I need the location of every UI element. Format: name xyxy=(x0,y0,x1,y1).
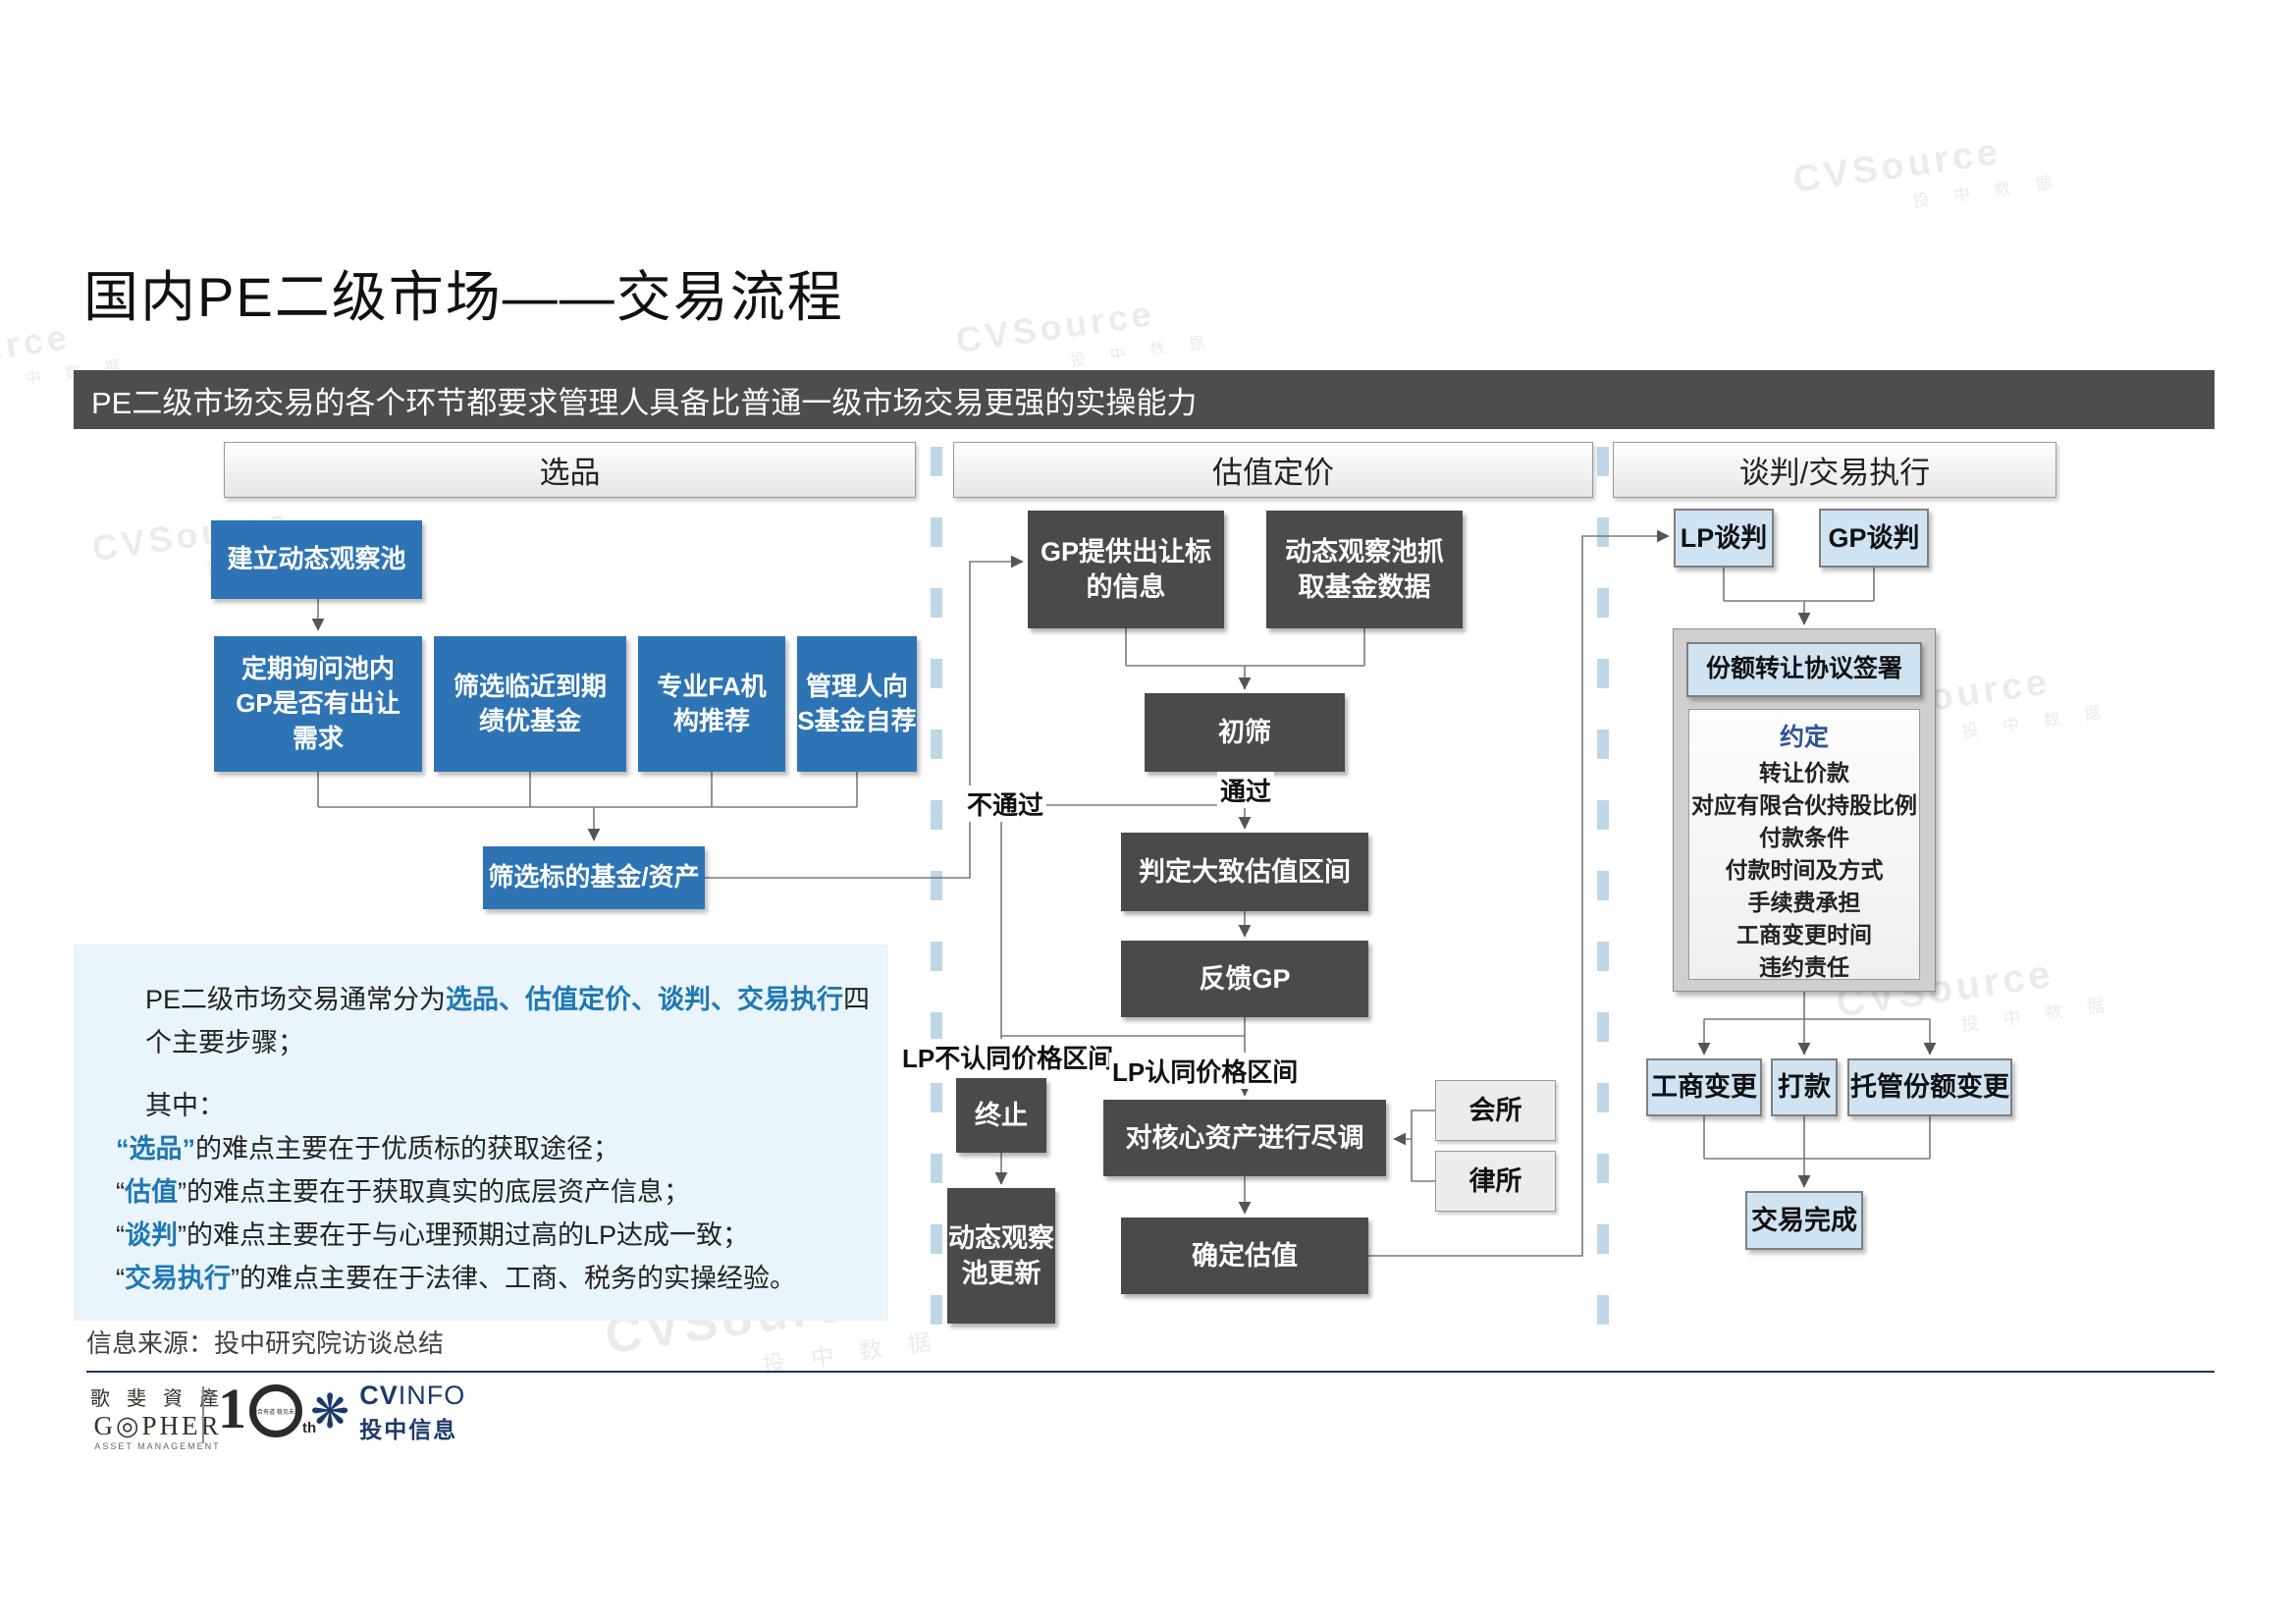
cvinfo-cn: 投中信息 xyxy=(359,1417,458,1442)
page-title: 国内PE二级市场——交易流程 xyxy=(83,266,844,328)
terms-item: 转让价款 xyxy=(1759,760,1849,785)
flow-box-payment: 打款 xyxy=(1771,1058,1838,1116)
flow-box-business-change: 工商变更 xyxy=(1646,1058,1762,1116)
edge-label-pass: 通过 xyxy=(1217,772,1275,808)
flow-box-accounting-firm: 会所 xyxy=(1435,1080,1556,1141)
note-item-execution: “交易执行”的难点主要在于法律、工商、税务的实操经验。 xyxy=(116,1257,796,1300)
terms-item: 违约责任 xyxy=(1759,954,1849,980)
flow-box-pool-grab: 动态观察池抓 取基金数据 xyxy=(1266,511,1463,628)
quote-mark: “ xyxy=(116,1177,125,1207)
flow-box-gp-negotiation: GP谈判 xyxy=(1819,509,1929,568)
quote-mark: “ xyxy=(116,1264,125,1293)
dashed-divider xyxy=(1597,447,1609,1345)
terms-title: 约定 xyxy=(1779,724,1829,751)
note-term: 选品 xyxy=(129,1134,183,1164)
flow-box-valuation-range: 判定大致估值区间 xyxy=(1121,833,1368,911)
cvinfo-info: INFO xyxy=(398,1380,466,1410)
flow-box-ask-gp: 定期询问池内 GP是否有出让 需求 xyxy=(214,636,422,772)
flow-box-terminate: 终止 xyxy=(956,1078,1046,1153)
logo-separator xyxy=(202,1386,204,1443)
flow-box-first-screen: 初筛 xyxy=(1145,693,1345,772)
ten-digit: 1 xyxy=(218,1377,246,1440)
quote-mark: “ xyxy=(116,1134,130,1164)
terms-item: 付款时间及方式 xyxy=(1725,857,1884,883)
flow-box-self-recommend: 管理人向 S基金自荐 xyxy=(797,636,917,772)
gopher-logo-cn: 歌 斐 資 產 xyxy=(90,1388,225,1410)
note-bullet-2: 其中： xyxy=(145,1091,225,1120)
terms-item: 对应有限合伙持股比例 xyxy=(1691,792,1917,818)
note-bullet-1: PE二级市场交易通常分为选品、估值定价、谈判、交易执行四个主要步骤； xyxy=(145,978,872,1064)
agreement-terms-box: 约定 转让价款 对应有限合伙持股比例 付款条件 付款时间及方式 手续费承担 工商… xyxy=(1688,709,1920,980)
quote-mark: ” xyxy=(178,1220,187,1250)
flow-box-build-pool: 建立动态观察池 xyxy=(211,520,422,599)
flow-box-target-fund: 筛选标的基金/资产 xyxy=(483,846,705,909)
column-header-valuation: 估值定价 xyxy=(953,442,1593,498)
gopher-logo-en: G◎PHER xyxy=(93,1411,222,1440)
footer-divider xyxy=(86,1371,2215,1373)
source-note: 信息来源：投中研究院访谈总结 xyxy=(86,1328,445,1358)
column-header-selection: 选品 xyxy=(224,442,916,498)
ten-suffix: th xyxy=(302,1420,317,1436)
note-term: 估值 xyxy=(125,1177,178,1207)
edge-label-fail: 不通过 xyxy=(964,785,1047,822)
ten-circle-icon: 组合有道 稳见未来 xyxy=(249,1384,302,1437)
gopher-logo: 歌 斐 資 產 G◎PHER ASSET MANAGEMENT xyxy=(90,1382,225,1451)
edge-label-lp-disagree: LP不认同价格区间 xyxy=(899,1039,1117,1075)
flow-box-feedback-gp: 反馈GP xyxy=(1121,941,1368,1017)
flow-box-lp-negotiation: LP谈判 xyxy=(1674,509,1774,568)
flow-box-due-diligence: 对核心资产进行尽调 xyxy=(1103,1100,1386,1176)
tenth-anniversary-logo: 1 组合有道 稳见未来 th xyxy=(218,1379,316,1439)
note-item-valuation: “估值”的难点主要在于获取真实的底层资产信息； xyxy=(116,1170,690,1214)
cvinfo-logo: ❋ CVINFO 投中信息 xyxy=(310,1380,465,1444)
dashed-divider xyxy=(931,447,942,1345)
quote-mark: ” xyxy=(231,1264,240,1293)
ten-slogan: 组合有道 稳见未来 xyxy=(251,1409,300,1416)
flow-box-fa-recommend: 专业FA机 构推荐 xyxy=(638,636,785,772)
terms-item: 手续费承担 xyxy=(1747,890,1861,915)
note-item-negotiation: “谈判”的难点主要在于与心理预期过高的LP达成一致； xyxy=(116,1214,749,1257)
note-text: 的难点主要在于优质标的获取途径； xyxy=(195,1134,619,1164)
note-text: PE二级市场交易通常分为 xyxy=(145,985,447,1014)
note-term: 谈判 xyxy=(125,1220,178,1250)
note-item-selection: “选品”的难点主要在于优质标的获取途径； xyxy=(116,1127,619,1170)
cvinfo-star-icon: ❋ xyxy=(310,1385,350,1438)
flow-box-law-firm: 律所 xyxy=(1435,1151,1556,1212)
flow-box-custody-change: 托管份额变更 xyxy=(1847,1058,2012,1116)
note-em-text: 选品、估值定价、谈判、交易执行 xyxy=(446,985,844,1014)
edge-label-lp-agree: LP认同价格区间 xyxy=(1109,1053,1302,1089)
note-term: 交易执行 xyxy=(125,1264,231,1293)
note-text: 的难点主要在于法律、工商、税务的实操经验。 xyxy=(240,1264,796,1293)
note-text: 的难点主要在于获取真实的底层资产信息； xyxy=(187,1177,690,1207)
flow-box-gp-info: GP提供出让标 的信息 xyxy=(1028,511,1224,628)
terms-item: 付款条件 xyxy=(1759,825,1849,850)
flow-box-screen-funds: 筛选临近到期 绩优基金 xyxy=(434,636,626,772)
note-text: 四个主要步骤； xyxy=(145,985,871,1057)
note-text: 的难点主要在于与心理预期过高的LP达成一致； xyxy=(187,1220,750,1250)
key-message-banner: PE二级市场交易的各个环节都要求管理人具备比普通一级市场交易更强的实操能力 xyxy=(74,370,2215,429)
flow-box-deal-done: 交易完成 xyxy=(1745,1191,1863,1250)
gopher-logo-sub: ASSET MANAGEMENT xyxy=(94,1441,221,1451)
quote-mark: “ xyxy=(116,1220,125,1250)
terms-item: 工商变更时间 xyxy=(1736,922,1872,947)
column-header-negotiation: 谈判/交易执行 xyxy=(1613,442,2056,498)
flow-box-agreement-sign: 份额转让协议签署 xyxy=(1686,642,1922,697)
flow-box-set-valuation: 确定估值 xyxy=(1121,1218,1368,1294)
cvinfo-cv: CV xyxy=(359,1380,399,1410)
quote-mark: ” xyxy=(178,1177,187,1207)
flow-box-pool-update: 动态观察 池更新 xyxy=(947,1188,1055,1324)
notes-panel xyxy=(74,945,888,1321)
quote-mark: ” xyxy=(182,1134,196,1164)
